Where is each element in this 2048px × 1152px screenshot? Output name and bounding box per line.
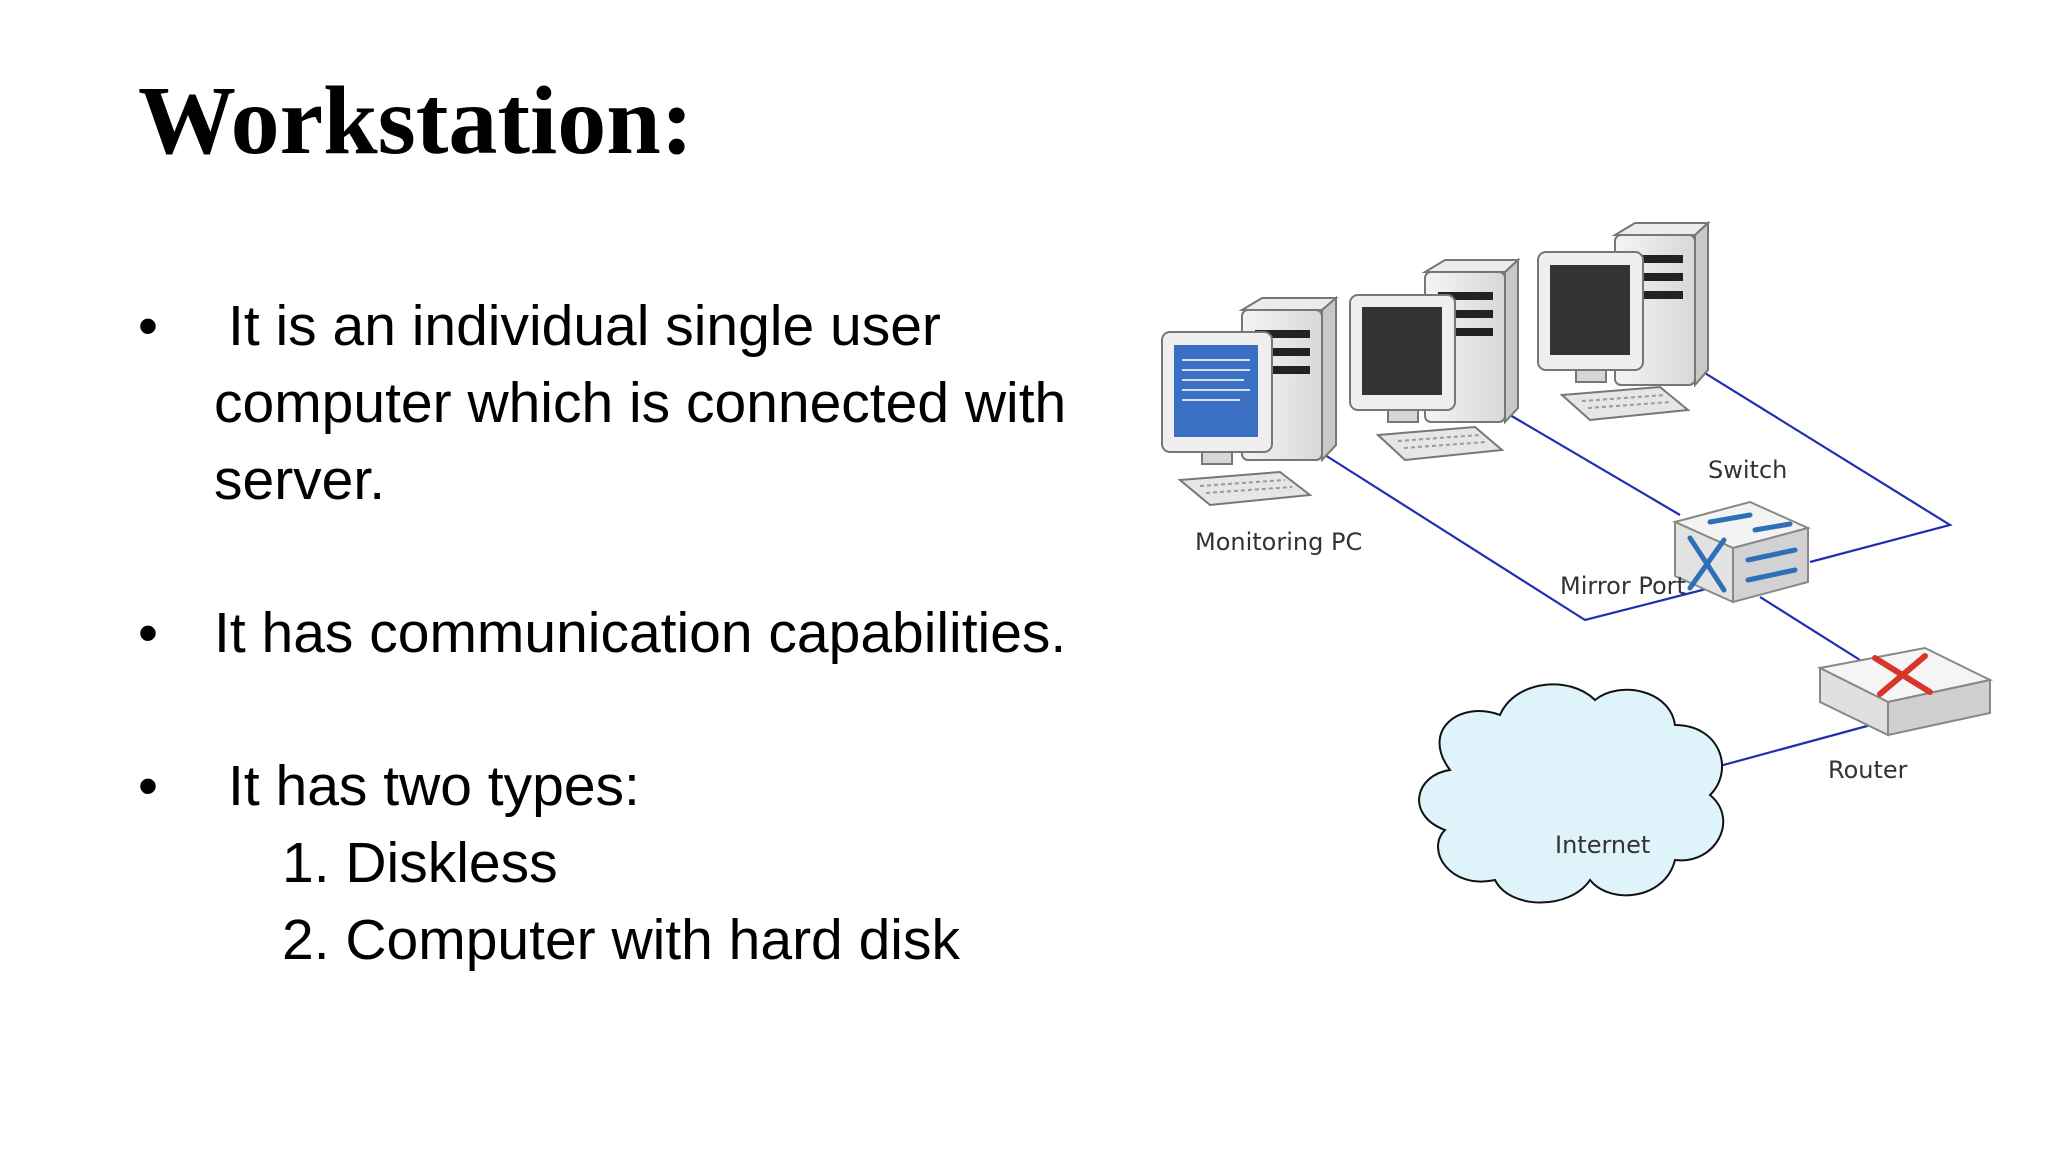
bullet-text: It has communication capabilities. bbox=[214, 595, 1138, 672]
switch-side bbox=[1732, 526, 1809, 604]
router-label: Router bbox=[1828, 756, 1908, 784]
monitoring-pc-icon bbox=[1161, 295, 1339, 507]
monitor-screen bbox=[1550, 265, 1630, 355]
bullet-item: • It has two types: 1. Diskless 2. Compu… bbox=[138, 748, 1138, 979]
case-side bbox=[1321, 295, 1337, 463]
drive-slot bbox=[1438, 328, 1493, 336]
bullet-line: It has communication capabilities. bbox=[214, 601, 1067, 665]
bullet-text: It is an individual single user computer… bbox=[214, 288, 1138, 519]
bullet-symbol: • bbox=[138, 754, 158, 818]
desktop-computer-icon bbox=[1537, 220, 1711, 422]
drive-slot bbox=[1628, 273, 1683, 281]
bullet-item: • It is an individual single user comput… bbox=[138, 288, 1138, 519]
drive-slot bbox=[1628, 291, 1683, 299]
bullet-line: It has two types: bbox=[228, 754, 640, 818]
sub-item: 2. Computer with hard disk bbox=[282, 908, 960, 972]
monitoring-pc-link bbox=[1324, 454, 1711, 622]
monitor-stand bbox=[1387, 409, 1419, 423]
switch-icon bbox=[1672, 500, 1811, 604]
drive-slot bbox=[1255, 366, 1310, 374]
bullet-list: • It is an individual single user comput… bbox=[138, 288, 1138, 979]
cloud-shape bbox=[1418, 683, 1725, 904]
case-top bbox=[1611, 222, 1711, 236]
bullet-item: • It has communication capabilities. bbox=[138, 595, 1138, 672]
pc3-switch-link bbox=[1699, 369, 1953, 564]
switch-router-link bbox=[1759, 596, 1861, 661]
bullet-line: server. bbox=[214, 448, 386, 512]
case-top bbox=[1421, 259, 1521, 273]
keyboard bbox=[1559, 385, 1691, 422]
mirror-port-label: Mirror Port bbox=[1560, 572, 1686, 600]
desktop-computer-icon bbox=[1349, 257, 1521, 462]
keyboard bbox=[1177, 470, 1313, 507]
sub-item: 1. Diskless bbox=[282, 831, 558, 895]
drive-slot bbox=[1628, 255, 1683, 263]
keyboard-keys bbox=[1205, 486, 1293, 494]
pc2-switch-link bbox=[1509, 414, 1681, 516]
router-x-icon bbox=[1872, 653, 1933, 697]
monitor-stand bbox=[1201, 451, 1233, 465]
network-diagram: Monitoring PC Switch Mirror Port Router … bbox=[1161, 220, 1994, 904]
drive-slot bbox=[1438, 310, 1493, 318]
drive-slot bbox=[1255, 330, 1310, 338]
switch-label: Switch bbox=[1708, 456, 1787, 484]
drive-slot bbox=[1438, 292, 1493, 300]
bullet-symbol: • bbox=[138, 601, 158, 665]
cloud-icon bbox=[1418, 683, 1725, 904]
keyboard-keys bbox=[1199, 479, 1286, 487]
router-side bbox=[1887, 678, 1991, 737]
router-icon bbox=[1816, 646, 1994, 737]
monitor-stand bbox=[1575, 369, 1607, 383]
bullet-line: computer which is connected with bbox=[214, 371, 1067, 435]
drive-slot bbox=[1255, 348, 1310, 356]
internet-label: Internet bbox=[1555, 831, 1650, 859]
case-side bbox=[1694, 220, 1709, 388]
bullet-text: It has two types: 1. Diskless 2. Compute… bbox=[214, 748, 1138, 979]
keyboard bbox=[1375, 425, 1505, 462]
slide-title: Workstation: bbox=[138, 67, 694, 175]
monitoring-pc-label: Monitoring PC bbox=[1195, 528, 1362, 556]
bullet-line: It is an individual single user bbox=[228, 294, 941, 358]
bullet-symbol: • bbox=[138, 294, 158, 358]
switch-arrows-icon bbox=[1687, 512, 1798, 593]
case-top bbox=[1238, 297, 1339, 311]
case-side bbox=[1504, 257, 1519, 425]
monitor-screen bbox=[1362, 307, 1442, 395]
